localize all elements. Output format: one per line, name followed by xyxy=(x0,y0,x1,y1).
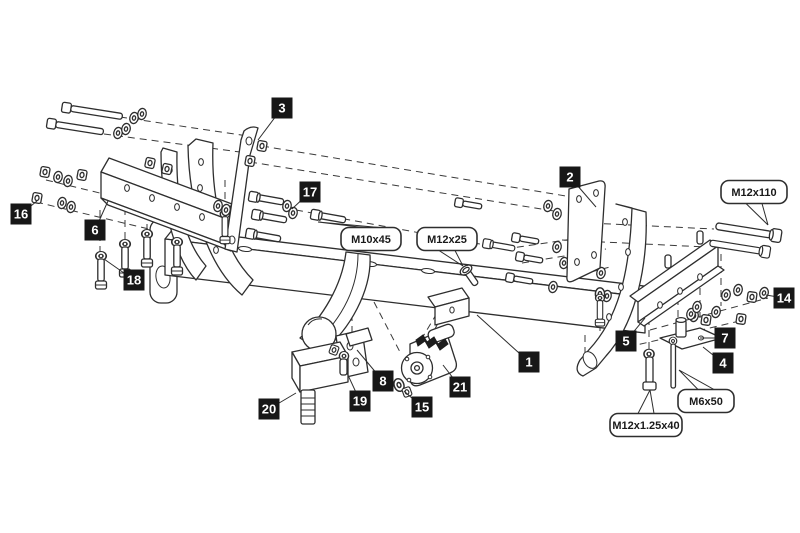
part-tag-17: 17 xyxy=(291,181,321,210)
part-tag-number: 8 xyxy=(379,374,386,389)
size-callout-label: M6x50 xyxy=(689,396,723,408)
right-side-plate-part5 xyxy=(576,203,647,377)
part-tag-number: 19 xyxy=(353,394,367,409)
part-tag-number: 3 xyxy=(278,101,285,116)
part-tag-16: 16 xyxy=(10,200,38,225)
part-tag-19: 19 xyxy=(346,372,371,412)
fasteners-top-left xyxy=(45,101,148,141)
fasteners-m12x110 xyxy=(708,218,783,260)
part-tag-14: 14 xyxy=(765,287,795,309)
part-tag-number: 18 xyxy=(127,273,141,288)
part-tag-number: 21 xyxy=(453,380,467,395)
size-callout-m12x110: M12x110 xyxy=(720,179,788,226)
part-tag-number: 2 xyxy=(566,170,573,185)
part-tag-number: 16 xyxy=(14,207,28,222)
electrics-socket-plate-part21 xyxy=(400,323,458,387)
part-tag-number: 6 xyxy=(91,223,98,238)
size-callout-label: M12x1.25x40 xyxy=(612,420,679,432)
part-tag-7: 7 xyxy=(700,327,736,349)
part-tag-15: 15 xyxy=(403,390,433,418)
part-tag-6: 6 xyxy=(84,200,109,241)
part-tag-4: 4 xyxy=(702,346,734,374)
part-tag-number: 4 xyxy=(719,356,727,371)
part-tag-number: 5 xyxy=(622,334,629,349)
part-tag-number: 14 xyxy=(777,291,792,306)
part-tag-1: 1 xyxy=(476,314,540,373)
size-callout-label: M10x45 xyxy=(351,234,391,246)
part-tag-number: 7 xyxy=(721,331,728,346)
part-tag-21: 21 xyxy=(442,364,471,398)
part-tag-2: 2 xyxy=(559,166,597,208)
part-tag-8: 8 xyxy=(356,349,394,392)
clamp-parts-8-19 xyxy=(328,327,373,376)
right-channel-bracket xyxy=(629,230,725,327)
part-tag-number: 1 xyxy=(525,355,532,370)
towball-mount-part20 xyxy=(291,316,349,425)
part-tag-number: 17 xyxy=(303,185,317,200)
size-callout-label: M12x25 xyxy=(427,234,467,246)
size-callout-m12x1.25x40: M12x1.25x40 xyxy=(609,389,683,438)
size-callout-m6x50: M6x50 xyxy=(677,369,735,414)
size-callout-m12x25: M12x25 xyxy=(416,226,478,267)
part-tag-5: 5 xyxy=(615,317,646,352)
fasteners-left-nuts xyxy=(31,165,88,215)
part-tag-20: 20 xyxy=(258,392,297,420)
size-callout-label: M12x110 xyxy=(731,187,776,199)
m12x25-screw-and-bracket xyxy=(427,264,479,326)
part-tag-3: 3 xyxy=(257,97,293,141)
size-callout-m10x45: M10x45 xyxy=(317,221,402,252)
part-tag-18: 18 xyxy=(103,258,145,291)
part-tag-number: 15 xyxy=(415,400,429,415)
part-tag-number: 20 xyxy=(262,402,276,417)
left-channel-bracket xyxy=(100,156,233,252)
